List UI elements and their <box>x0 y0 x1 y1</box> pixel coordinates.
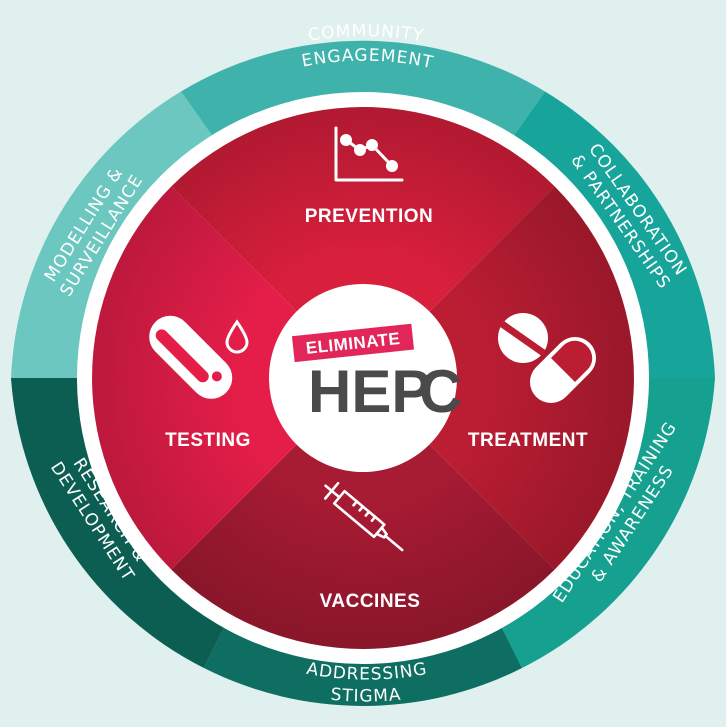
pill-capsule-icon <box>498 313 597 404</box>
center-badge: ELIMINATE HEP C <box>269 284 462 472</box>
vaccines-label: VACCINES <box>320 591 421 612</box>
line-chart-icon <box>334 126 404 182</box>
test-tube-drop-icon <box>149 315 249 399</box>
treatment-label: TREATMENT <box>468 430 588 451</box>
testing-label: TESTING <box>165 430 251 451</box>
stigma-line-2: STIGMA <box>330 685 402 707</box>
c-text: C <box>419 358 462 425</box>
prevention-label: PREVENTION <box>305 206 434 227</box>
hep-text: HEP <box>308 358 431 425</box>
segment-collaboration-partnerships <box>507 91 715 378</box>
segment-modelling-surveillance <box>11 91 219 378</box>
syringe-icon <box>323 481 404 552</box>
eliminate-stamp <box>291 323 415 363</box>
